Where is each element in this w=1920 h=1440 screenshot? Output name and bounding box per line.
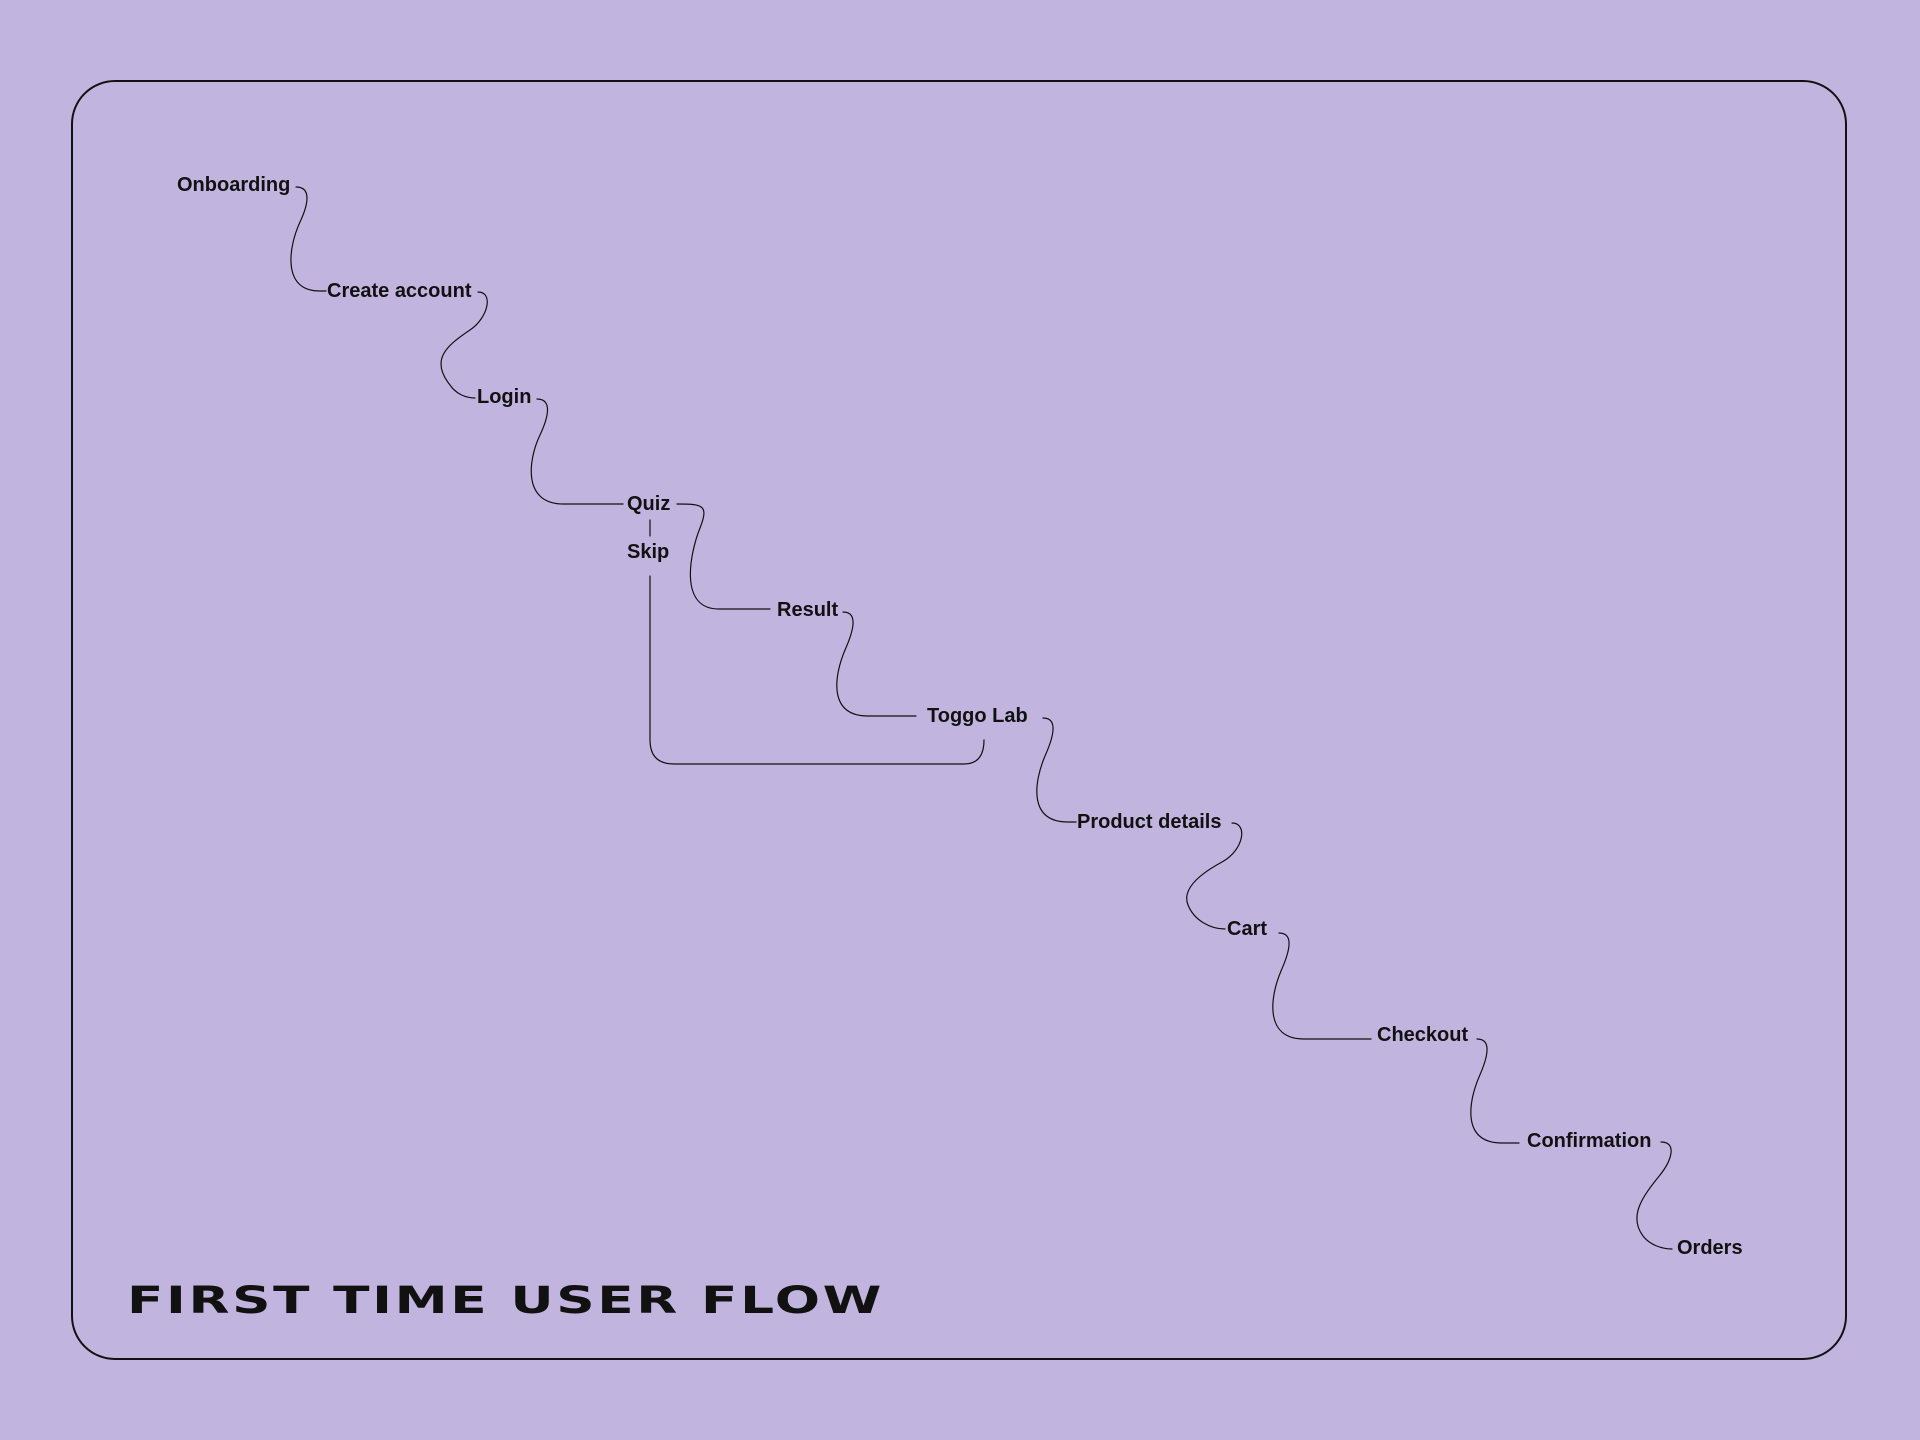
node-skip: Skip bbox=[627, 541, 670, 563]
node-login: Login bbox=[477, 386, 532, 408]
connector-skip-toggo-lab bbox=[649, 575, 985, 765]
connector-toggo-lab-product-details bbox=[1036, 717, 1077, 823]
connector-result-toggo-lab bbox=[836, 611, 917, 717]
connector-login-quiz bbox=[530, 398, 624, 505]
node-toggo-lab: Toggo Lab bbox=[927, 705, 1028, 727]
node-confirmation: Confirmation bbox=[1527, 1130, 1652, 1152]
node-onboarding: Onboarding bbox=[177, 174, 291, 196]
connector-checkout-confirmation bbox=[1470, 1038, 1520, 1144]
node-quiz: Quiz bbox=[627, 493, 671, 515]
diagram-title: FIRST TIME USER FLOW bbox=[127, 1277, 885, 1323]
connector-create-account-login bbox=[440, 291, 488, 399]
node-create-account: Create account bbox=[327, 280, 472, 302]
connector-quiz-result bbox=[676, 503, 771, 610]
connector-product-details-cart bbox=[1186, 822, 1243, 930]
node-orders: Orders bbox=[1677, 1237, 1743, 1259]
node-result: Result bbox=[777, 599, 839, 621]
connector-onboarding-create-account bbox=[290, 186, 327, 292]
node-product-details: Product details bbox=[1077, 811, 1222, 833]
connector-confirmation-orders bbox=[1636, 1141, 1673, 1250]
diagram-frame bbox=[71, 80, 1847, 1360]
connector-cart-checkout bbox=[1272, 932, 1372, 1040]
node-cart: Cart bbox=[1227, 918, 1268, 940]
node-checkout: Checkout bbox=[1377, 1024, 1469, 1046]
